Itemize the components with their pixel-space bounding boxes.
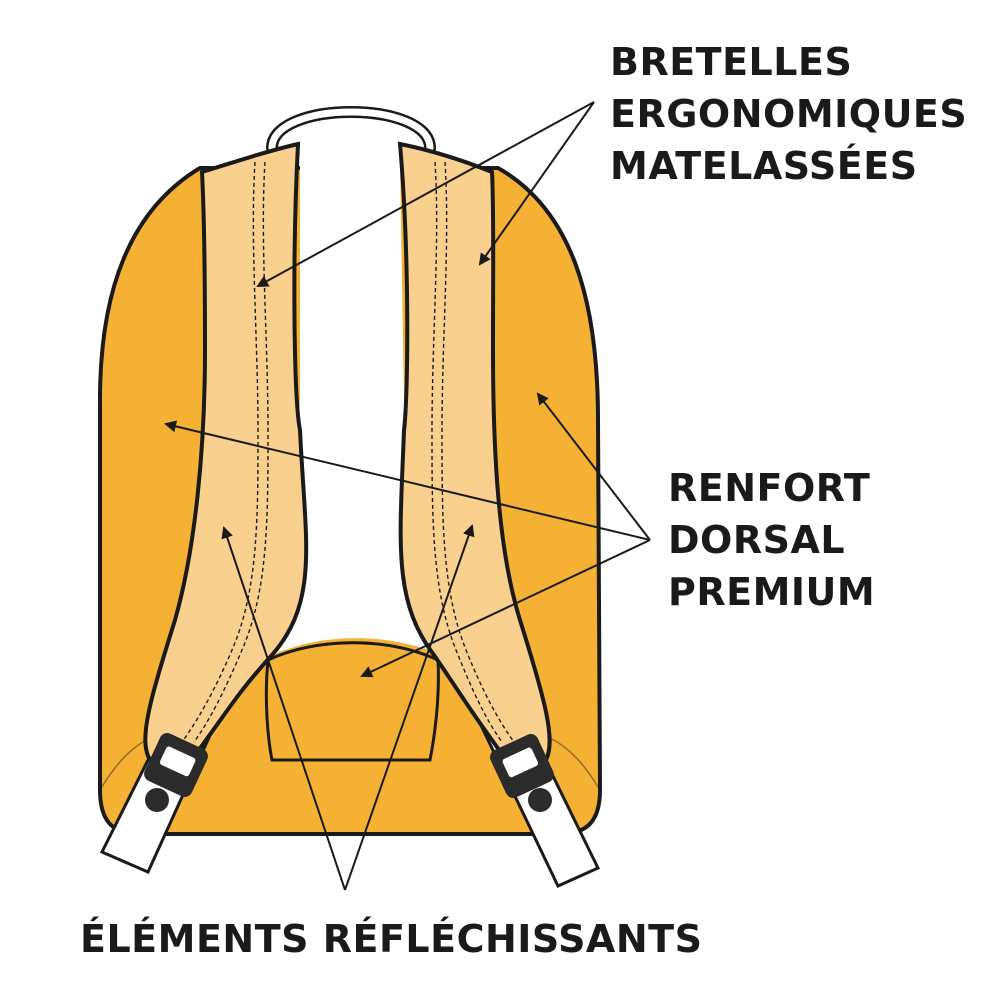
shoulder-strap-left (143, 141, 309, 773)
label-back-panel-line-2: DORSAL (668, 518, 846, 562)
label-shoulder-straps: BRETELLES ERGONOMIQUES MATELASSÉES (610, 36, 967, 192)
label-shoulder-straps-line-2: ERGONOMIQUES (610, 92, 968, 136)
back-channel (272, 162, 434, 655)
label-shoulder-straps-line-1: BRETELLES (610, 40, 853, 84)
label-shoulder-straps-line-3: MATELASSÉES (610, 144, 918, 188)
lumbar-pad (264, 641, 440, 762)
label-reflective-elements: ÉLÉMENTS RÉFLÉCHISSANTS (80, 917, 703, 961)
callout-arrows-reflective (221, 524, 475, 891)
callout-arrows-back (164, 392, 651, 678)
callout-arrows-straps (256, 101, 595, 287)
label-back-panel-line-3: PREMIUM (668, 570, 876, 614)
label-back-panel: RENFORT DORSAL PREMIUM (668, 462, 875, 618)
buckle-right (490, 734, 554, 812)
buckle-left (144, 733, 208, 812)
label-back-panel-line-1: RENFORT (668, 466, 871, 510)
